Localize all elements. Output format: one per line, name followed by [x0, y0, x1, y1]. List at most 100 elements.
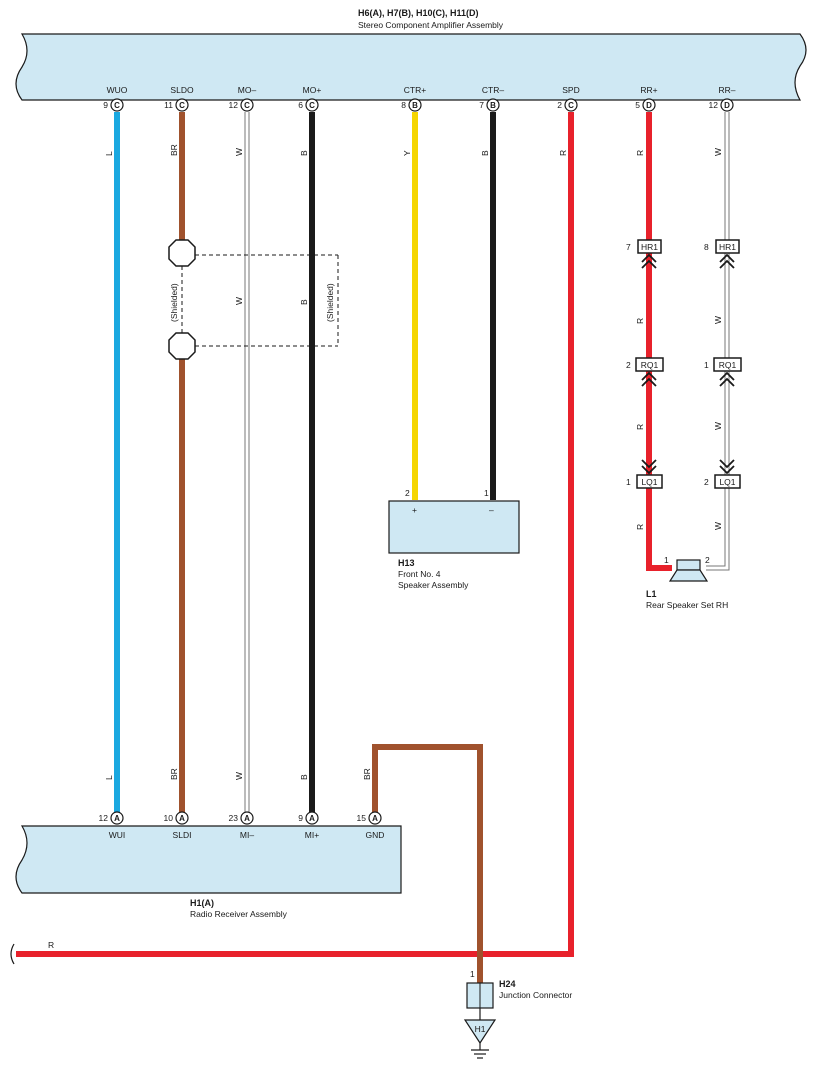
- amp-connector-circle: [240, 98, 254, 112]
- wire-rr-minus-outline: [706, 112, 730, 571]
- shield-label-left: (Shielded): [169, 283, 179, 322]
- amp-connector-letter: C: [179, 101, 185, 110]
- shield-section: (Shielded) (Shielded) W B: [168, 239, 339, 360]
- amp-connector-circle: [486, 98, 500, 112]
- hr1-right-label: HR1: [719, 242, 736, 252]
- hr1-right-chevron-icon: [719, 253, 735, 269]
- amplifier-name: Stereo Component Amplifier Assembly: [358, 20, 504, 30]
- radio-connector-letter: A: [244, 814, 250, 823]
- radio-connector-letter: A: [372, 814, 378, 823]
- amp-terminal-label: CTR–: [482, 85, 504, 95]
- amp-connector-letter: D: [646, 101, 652, 110]
- amp-wire-color: L: [104, 151, 114, 156]
- rr-plus-wire-color-4: R: [635, 524, 645, 530]
- amplifier-connectors: H6(A), H7(B), H10(C), H11(D): [358, 8, 479, 18]
- amp-connector-letter: C: [309, 101, 315, 110]
- rr-minus-wire-color-4: W: [713, 522, 723, 530]
- radio-connector: H1(A): [190, 898, 214, 908]
- amp-terminal-pin: 12: [229, 100, 239, 110]
- hr1-left-box: [637, 239, 662, 254]
- shield-wire-w-label: W: [234, 297, 244, 305]
- hr1-left-label: HR1: [641, 242, 658, 252]
- shield-label-right: (Shielded): [325, 283, 335, 322]
- radio-wire-color: L: [104, 775, 114, 780]
- amp-connector-letter: C: [114, 101, 120, 110]
- amp-terminal-label: MO+: [303, 85, 322, 95]
- amp-connector-circle: [642, 98, 656, 112]
- amp-terminal-pin: 8: [401, 100, 406, 110]
- radio-connector-letter: A: [309, 814, 315, 823]
- rear-speaker-magnet: [676, 559, 701, 571]
- amp-connector-circle: [564, 98, 578, 112]
- front-speaker-name-line2: Speaker Assembly: [398, 580, 469, 590]
- lq1-right-label: LQ1: [719, 477, 735, 487]
- amp-connector-circle: [175, 98, 189, 112]
- rr-minus-wire-color-1: W: [713, 148, 723, 156]
- amp-connector-circle: [408, 98, 422, 112]
- radio-terminal-pin: 9: [298, 813, 303, 823]
- radio-connector-letter: A: [114, 814, 120, 823]
- radio-terminal-label: MI+: [305, 830, 319, 840]
- radio-terminal-pin: 23: [229, 813, 239, 823]
- amp-terminal-pin: 6: [298, 100, 303, 110]
- wire-break-mark: [10, 943, 15, 965]
- amp-connector-circle: [110, 98, 124, 112]
- ground-symbol-icon: [471, 1043, 489, 1059]
- lq1-left-label: LQ1: [641, 477, 657, 487]
- rq1-right-label: RQ1: [719, 360, 737, 370]
- amp-wire-color: Y: [402, 150, 412, 156]
- amp-terminal-label: SPD: [562, 85, 579, 95]
- radio-terminal-label: WUI: [109, 830, 126, 840]
- amp-connector-letter: D: [724, 101, 730, 110]
- radio-terminal-label: GND: [366, 830, 385, 840]
- rq1-left-label: RQ1: [641, 360, 659, 370]
- amplifier-assembly: [15, 33, 807, 101]
- shield-wire-b-label: B: [299, 299, 309, 305]
- radio-terminal-label: MI–: [240, 830, 254, 840]
- amp-terminal-pin: 12: [709, 100, 719, 110]
- rear-speaker-pin2: 2: [705, 555, 710, 565]
- lq1-left-chevron-icon: [641, 459, 657, 475]
- ground-label: H1: [475, 1024, 486, 1034]
- radio-connector-circle: [240, 811, 254, 825]
- rq1-right-box: [713, 357, 742, 372]
- spd-wire-color-left: R: [48, 940, 54, 950]
- amp-terminal-label: SLDO: [170, 85, 194, 95]
- amp-connector-circle: [305, 98, 319, 112]
- rq1-left-box: [635, 357, 664, 372]
- rear-speaker-code: L1: [646, 589, 657, 599]
- shield-splice-upper: [168, 239, 196, 267]
- rq1-left-pin: 2: [626, 360, 631, 370]
- amp-terminal-pin: 5: [635, 100, 640, 110]
- amp-wire-color: B: [299, 150, 309, 156]
- wires: [16, 112, 730, 983]
- front-speaker-code: H13: [398, 558, 415, 568]
- wire-rr-minus: [706, 112, 729, 570]
- junction-pin: 1: [470, 969, 475, 979]
- radio-receiver-assembly: [15, 825, 402, 894]
- junction-name: Junction Connector: [499, 990, 572, 1000]
- amp-terminal-pin: 2: [557, 100, 562, 110]
- spd-wire-color: R: [558, 150, 568, 156]
- amp-terminal-pin: 9: [103, 100, 108, 110]
- lq1-right-chevron-icon: [719, 459, 735, 475]
- front-speaker-name-line1: Front No. 4: [398, 569, 441, 579]
- radio-wire-color: BR: [362, 768, 372, 780]
- rr-plus-wire-color-1: R: [635, 150, 645, 156]
- radio-connector-circle: [305, 811, 319, 825]
- lq1-right-box: [714, 474, 741, 489]
- front-speaker-minus-symbol: –: [489, 505, 494, 515]
- hr1-right-pin: 8: [704, 242, 709, 252]
- radio-connector-circle: [368, 811, 382, 825]
- front-speaker-pin-minus: 1: [484, 488, 489, 498]
- rear-speaker-name: Rear Speaker Set RH: [646, 600, 728, 610]
- wire-spd: [16, 112, 574, 957]
- amp-wire-color: BR: [169, 144, 179, 156]
- amp-wire-color: B: [480, 150, 490, 156]
- radio-terminal-pin: 10: [164, 813, 174, 823]
- rq1-right-chevron-icon: [719, 371, 735, 387]
- radio-terminal-label: SLDI: [173, 830, 192, 840]
- amp-terminal-pin: 7: [479, 100, 484, 110]
- radio-name: Radio Receiver Assembly: [190, 909, 288, 919]
